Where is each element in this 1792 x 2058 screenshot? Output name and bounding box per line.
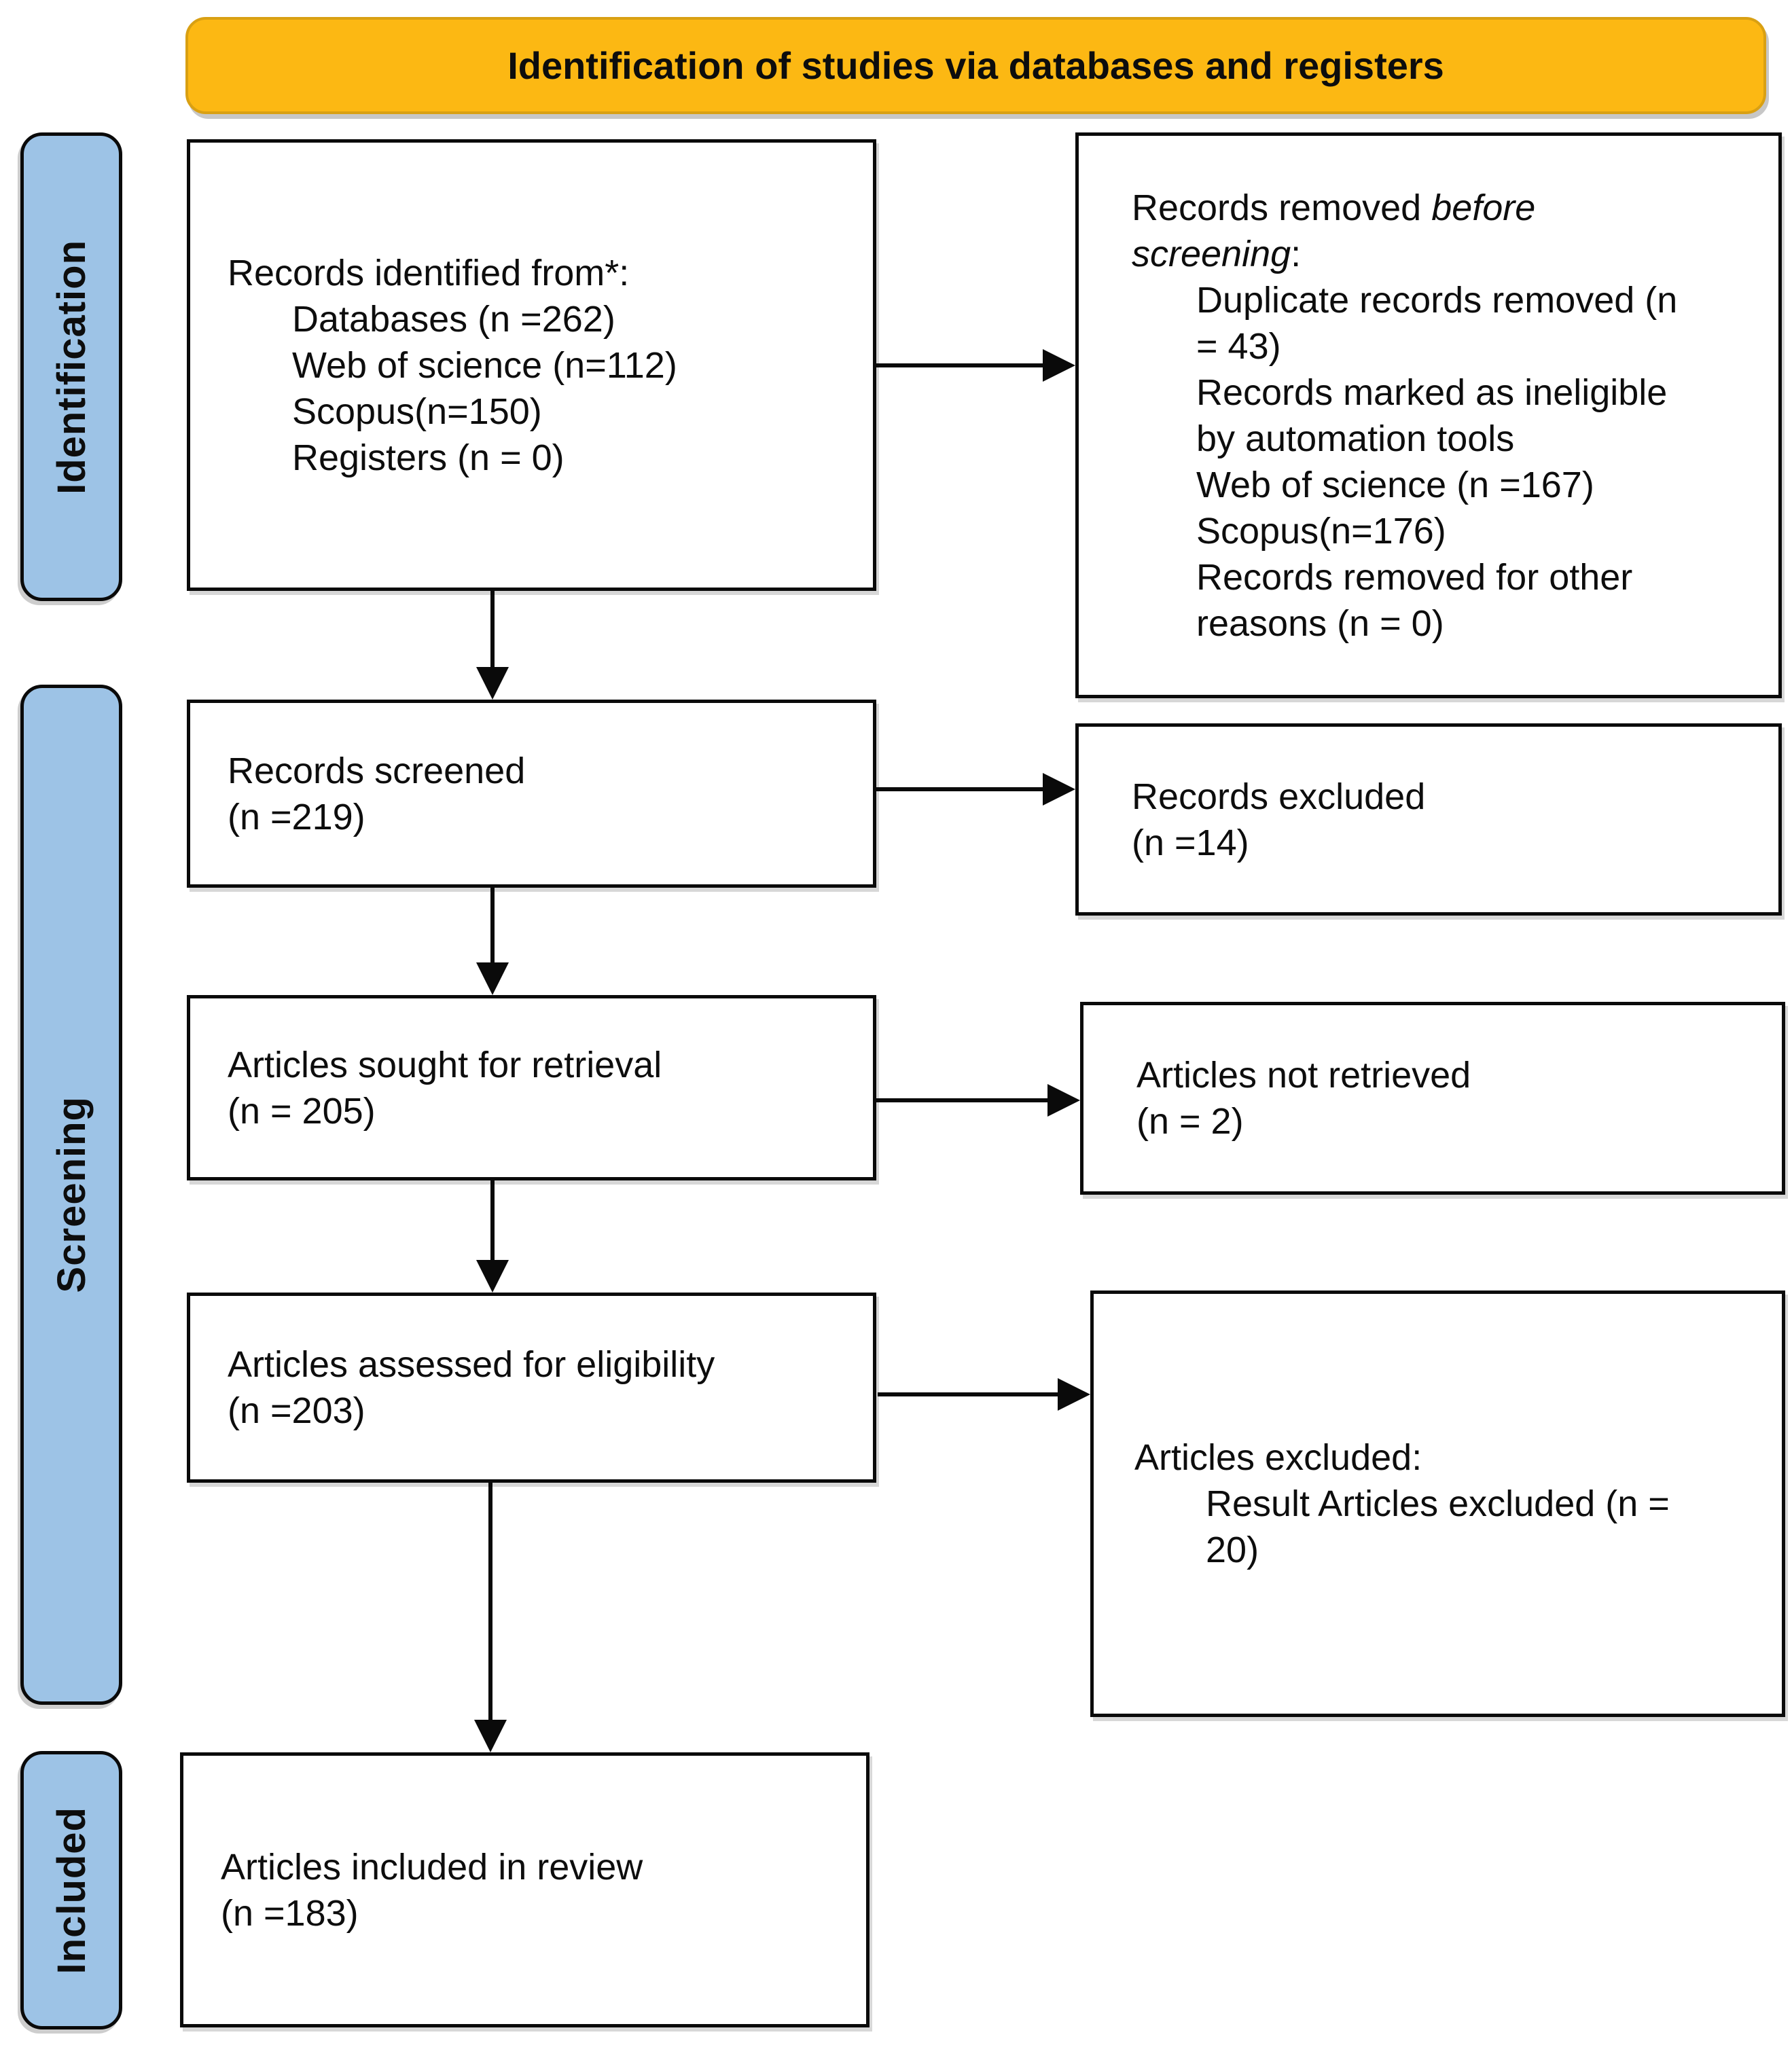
- box-text-line: (n =203): [228, 1390, 365, 1431]
- arrow-head-right-icon: [1043, 349, 1075, 382]
- box-text-line: (n =14): [1132, 822, 1249, 863]
- box-text-line: Records identified from*:: [228, 252, 630, 293]
- arrow-head-right-icon: [1058, 1378, 1090, 1411]
- box-text-line: Records excluded: [1132, 776, 1426, 817]
- arrow-screened-to-sought: [476, 886, 509, 995]
- box-text-line: = 43): [1196, 325, 1281, 367]
- box-text-line: Records removed for other: [1196, 556, 1633, 598]
- box-text-line: Scopus(n=150): [292, 391, 542, 432]
- box-text-line: by automation tools: [1196, 418, 1515, 459]
- box-text-line: Scopus(n=176): [1196, 510, 1446, 552]
- arrow-assessed-to-included: [474, 1483, 507, 1752]
- stage-included-label: Included: [49, 1806, 94, 1974]
- arrow-identified-to-removed: [875, 349, 1075, 382]
- box-text-line: Result Articles excluded (n =: [1206, 1483, 1670, 1524]
- box-text-line: Records removed before: [1132, 187, 1536, 228]
- arrow-head-down-icon: [476, 667, 509, 700]
- stage-screening: Screening: [20, 685, 122, 1705]
- box-text-line: Duplicate records removed (n: [1196, 279, 1678, 321]
- box-text-line: Records screened: [228, 750, 526, 791]
- box-text-line: (n =219): [228, 796, 365, 837]
- box-articles-not-retrieved: Articles not retrieved (n = 2): [1080, 1002, 1785, 1195]
- arrow-screened-to-excluded: [875, 773, 1075, 806]
- arrow-head-right-icon: [1047, 1084, 1080, 1117]
- box-articles-sought-for-retrieval: Articles sought for retrieval (n = 205): [187, 995, 876, 1180]
- box-text-line: Records marked as ineligible: [1196, 372, 1668, 413]
- box-articles-included-in-review: Articles included in review(n =183): [180, 1752, 870, 2027]
- arrow-sought-to-assessed: [476, 1180, 509, 1293]
- arrow-shaft: [488, 1483, 492, 1724]
- arrow-head-right-icon: [1043, 773, 1075, 806]
- stage-identification: Identification: [20, 132, 122, 601]
- stage-identification-label: Identification: [49, 239, 94, 494]
- title-banner: Identification of studies via databases …: [185, 17, 1766, 114]
- arrow-identified-to-screened: [476, 591, 509, 700]
- box-text-line: 20): [1206, 1530, 1259, 1570]
- box-text-line: Articles not retrieved: [1136, 1055, 1471, 1096]
- box-text-line: (n =183): [221, 1892, 359, 1934]
- box-articles-assessed-for-eligibility: Articles assessed for eligibility (n =203…: [187, 1293, 876, 1483]
- box-records-excluded: Records excluded (n =14): [1075, 723, 1782, 916]
- box-text-line: Articles assessed for eligibility: [228, 1344, 715, 1385]
- arrow-head-down-icon: [474, 1720, 507, 1752]
- arrow-shaft: [878, 1392, 1062, 1396]
- arrow-shaft: [875, 1098, 1052, 1102]
- arrow-shaft: [490, 886, 495, 967]
- box-text-line: Databases (n =262): [292, 298, 615, 340]
- arrow-shaft: [490, 1180, 495, 1264]
- arrow-shaft: [875, 363, 1047, 367]
- stage-screening-label: Screening: [49, 1096, 94, 1293]
- box-articles-excluded: Articles excluded: Result Articles exclud…: [1090, 1290, 1785, 1717]
- box-text-line: screening:: [1132, 233, 1302, 274]
- stage-included: Included: [20, 1751, 122, 2029]
- arrow-shaft: [875, 787, 1047, 791]
- box-records-removed-before-screening: Records removed before screening: Duplicat…: [1075, 132, 1782, 698]
- box-text-line: Registers (n = 0): [292, 437, 565, 478]
- arrow-head-down-icon: [476, 962, 509, 995]
- arrow-head-down-icon: [476, 1260, 509, 1293]
- arrow-sought-to-not-retrieved: [875, 1084, 1080, 1117]
- box-text-line: (n = 2): [1136, 1101, 1244, 1142]
- box-text-line: reasons (n = 0): [1196, 602, 1444, 644]
- box-text-line: Web of science (n =167): [1196, 464, 1594, 505]
- box-text-line: Articles included in review: [221, 1846, 643, 1888]
- box-text-line: Web of science (n=112): [292, 344, 677, 386]
- box-text-line: (n = 205): [228, 1090, 376, 1132]
- box-text-line: Articles sought for retrieval: [228, 1044, 662, 1085]
- box-text-line: Articles excluded:: [1134, 1437, 1422, 1478]
- box-records-screened: Records screened (n =219): [187, 700, 876, 888]
- arrow-assessed-to-excluded: [878, 1378, 1090, 1411]
- box-records-identified: Records identified from*: Databases (n =2…: [187, 139, 876, 591]
- title-banner-label: Identification of studies via databases …: [507, 44, 1444, 87]
- arrow-shaft: [490, 591, 495, 671]
